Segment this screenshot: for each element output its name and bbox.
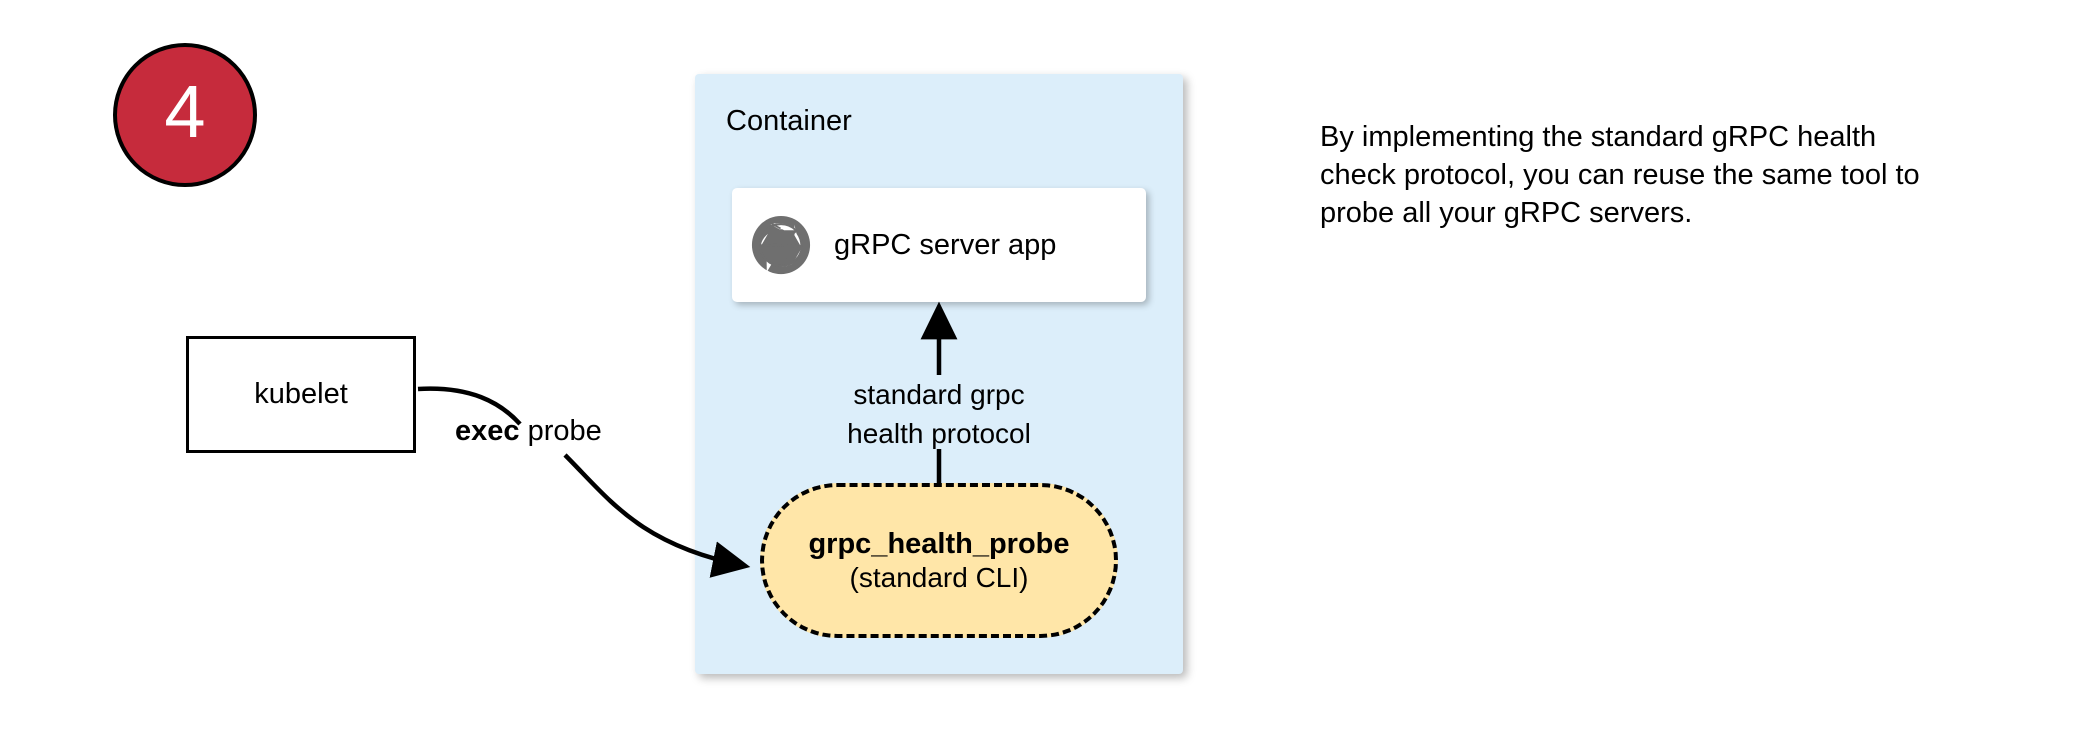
kubelet-node: kubelet: [186, 336, 416, 453]
grpc-server-app-card: gRPC server app: [732, 188, 1146, 302]
kubelet-label: kubelet: [254, 378, 348, 410]
grpc-health-probe-node: grpc_health_probe (standard CLI): [760, 483, 1118, 638]
container-title: Container: [726, 105, 852, 137]
exec-probe-keyword: exec: [455, 415, 520, 447]
exec-probe-suffix: probe: [519, 415, 602, 447]
aperture-icon: [750, 214, 812, 276]
explanatory-note: By implementing the standard gRPC health…: [1320, 121, 1920, 229]
health-protocol-line-1: standard grpc: [847, 379, 1031, 410]
exec-probe-edge-label: exec probe: [455, 415, 602, 448]
health-protocol-edge-label: standard grpc health protocol: [695, 375, 1183, 453]
health-protocol-line-2: health protocol: [841, 418, 1037, 449]
grpc-health-probe-name: grpc_health_probe: [808, 527, 1070, 560]
grpc-server-app-label: gRPC server app: [834, 228, 1057, 261]
step-badge: 4: [113, 43, 257, 187]
step-badge-number: 4: [164, 70, 206, 153]
grpc-health-probe-subtitle: (standard CLI): [849, 562, 1029, 594]
